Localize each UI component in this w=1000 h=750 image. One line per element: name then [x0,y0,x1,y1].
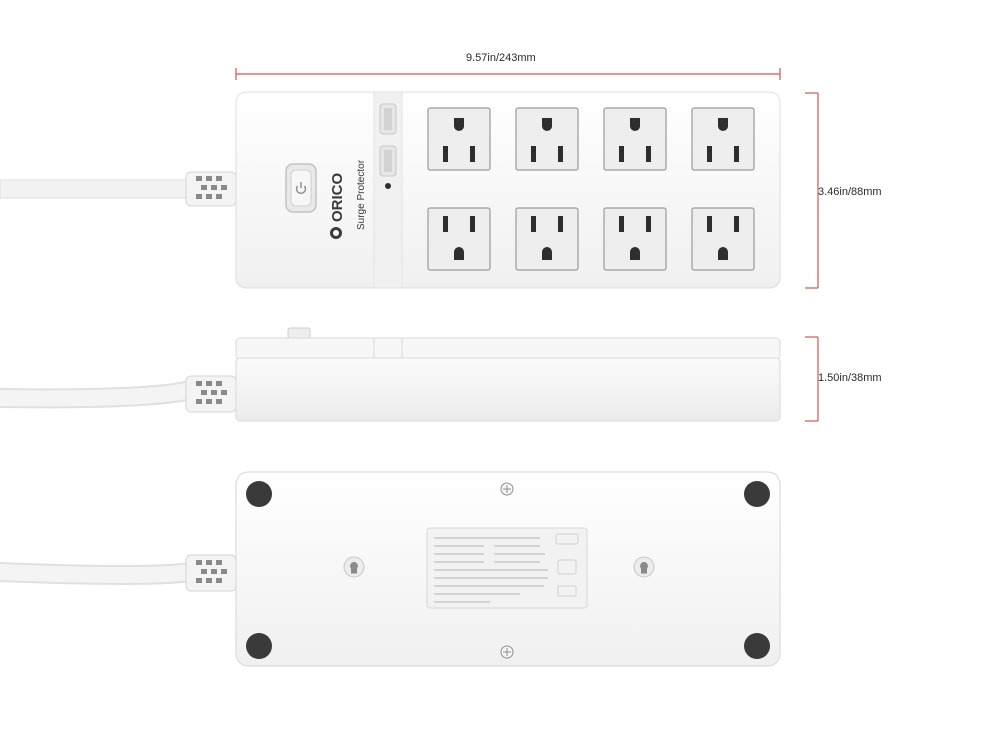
bottom-view-cable [0,554,237,592]
side-view-body [235,337,781,422]
side-view-power-button [287,327,311,339]
outlet [427,207,491,271]
spec-label-plate [426,527,588,609]
outlet [691,207,755,271]
rubber-foot [744,481,770,507]
rubber-foot [744,633,770,659]
depth-dimension-label: 3.46in/88mm [818,186,882,198]
screw [500,482,514,496]
height-dimension-line [805,336,819,422]
keyhole-mount [343,556,365,578]
screw [500,645,514,659]
power-icon [295,182,307,195]
outlet [603,107,667,171]
keyhole-mount [633,556,655,578]
usb-port [379,145,397,177]
rubber-foot [246,633,272,659]
product-label: Surge Protector [356,159,367,230]
depth-dimension-line [805,92,819,289]
width-dimension-label: 9.57in/243mm [466,52,536,64]
brand-logo: ORICO [329,173,346,239]
outlet [515,107,579,171]
outlet [515,207,579,271]
power-button[interactable] [285,163,317,213]
outlet [427,107,491,171]
outlet [603,207,667,271]
height-dimension-label: 1.50in/38mm [818,372,882,384]
outlet [691,107,755,171]
rubber-foot [246,481,272,507]
width-dimension-line [235,68,781,80]
indicator-led [385,183,391,189]
usb-port [379,103,397,135]
side-view-cable [0,375,237,413]
top-view-cable [0,171,237,207]
brand-logo-text: ORICO [329,173,346,223]
